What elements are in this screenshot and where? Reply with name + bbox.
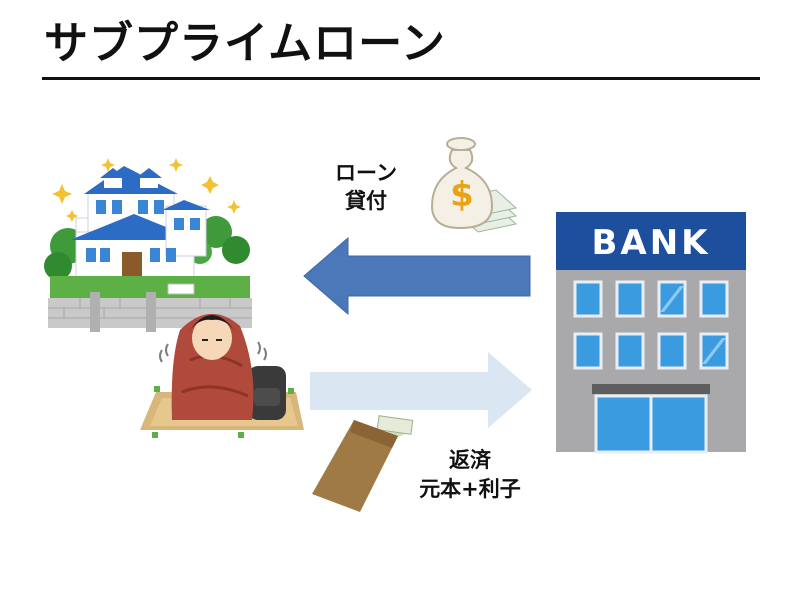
- envelope-icon: [312, 415, 414, 512]
- principal-interest-label: 元本+利子: [419, 477, 521, 501]
- dollar-sign-icon: $: [450, 175, 474, 215]
- mansion-illustration: [44, 158, 252, 332]
- loan-label: ローン: [335, 161, 397, 185]
- repay-arrow: [310, 352, 532, 428]
- money-bag-icon: $: [430, 137, 518, 233]
- page-title: サブプライムローン: [44, 18, 446, 69]
- bank-sign: BANK: [591, 223, 710, 263]
- loan-arrow: [303, 236, 531, 316]
- poor-person-illustration: [140, 313, 304, 438]
- repayment-label: 返済: [449, 448, 492, 472]
- lending-label: 貸付: [344, 189, 387, 213]
- bank-building: BANK: [556, 212, 746, 454]
- title-underline: [42, 77, 760, 80]
